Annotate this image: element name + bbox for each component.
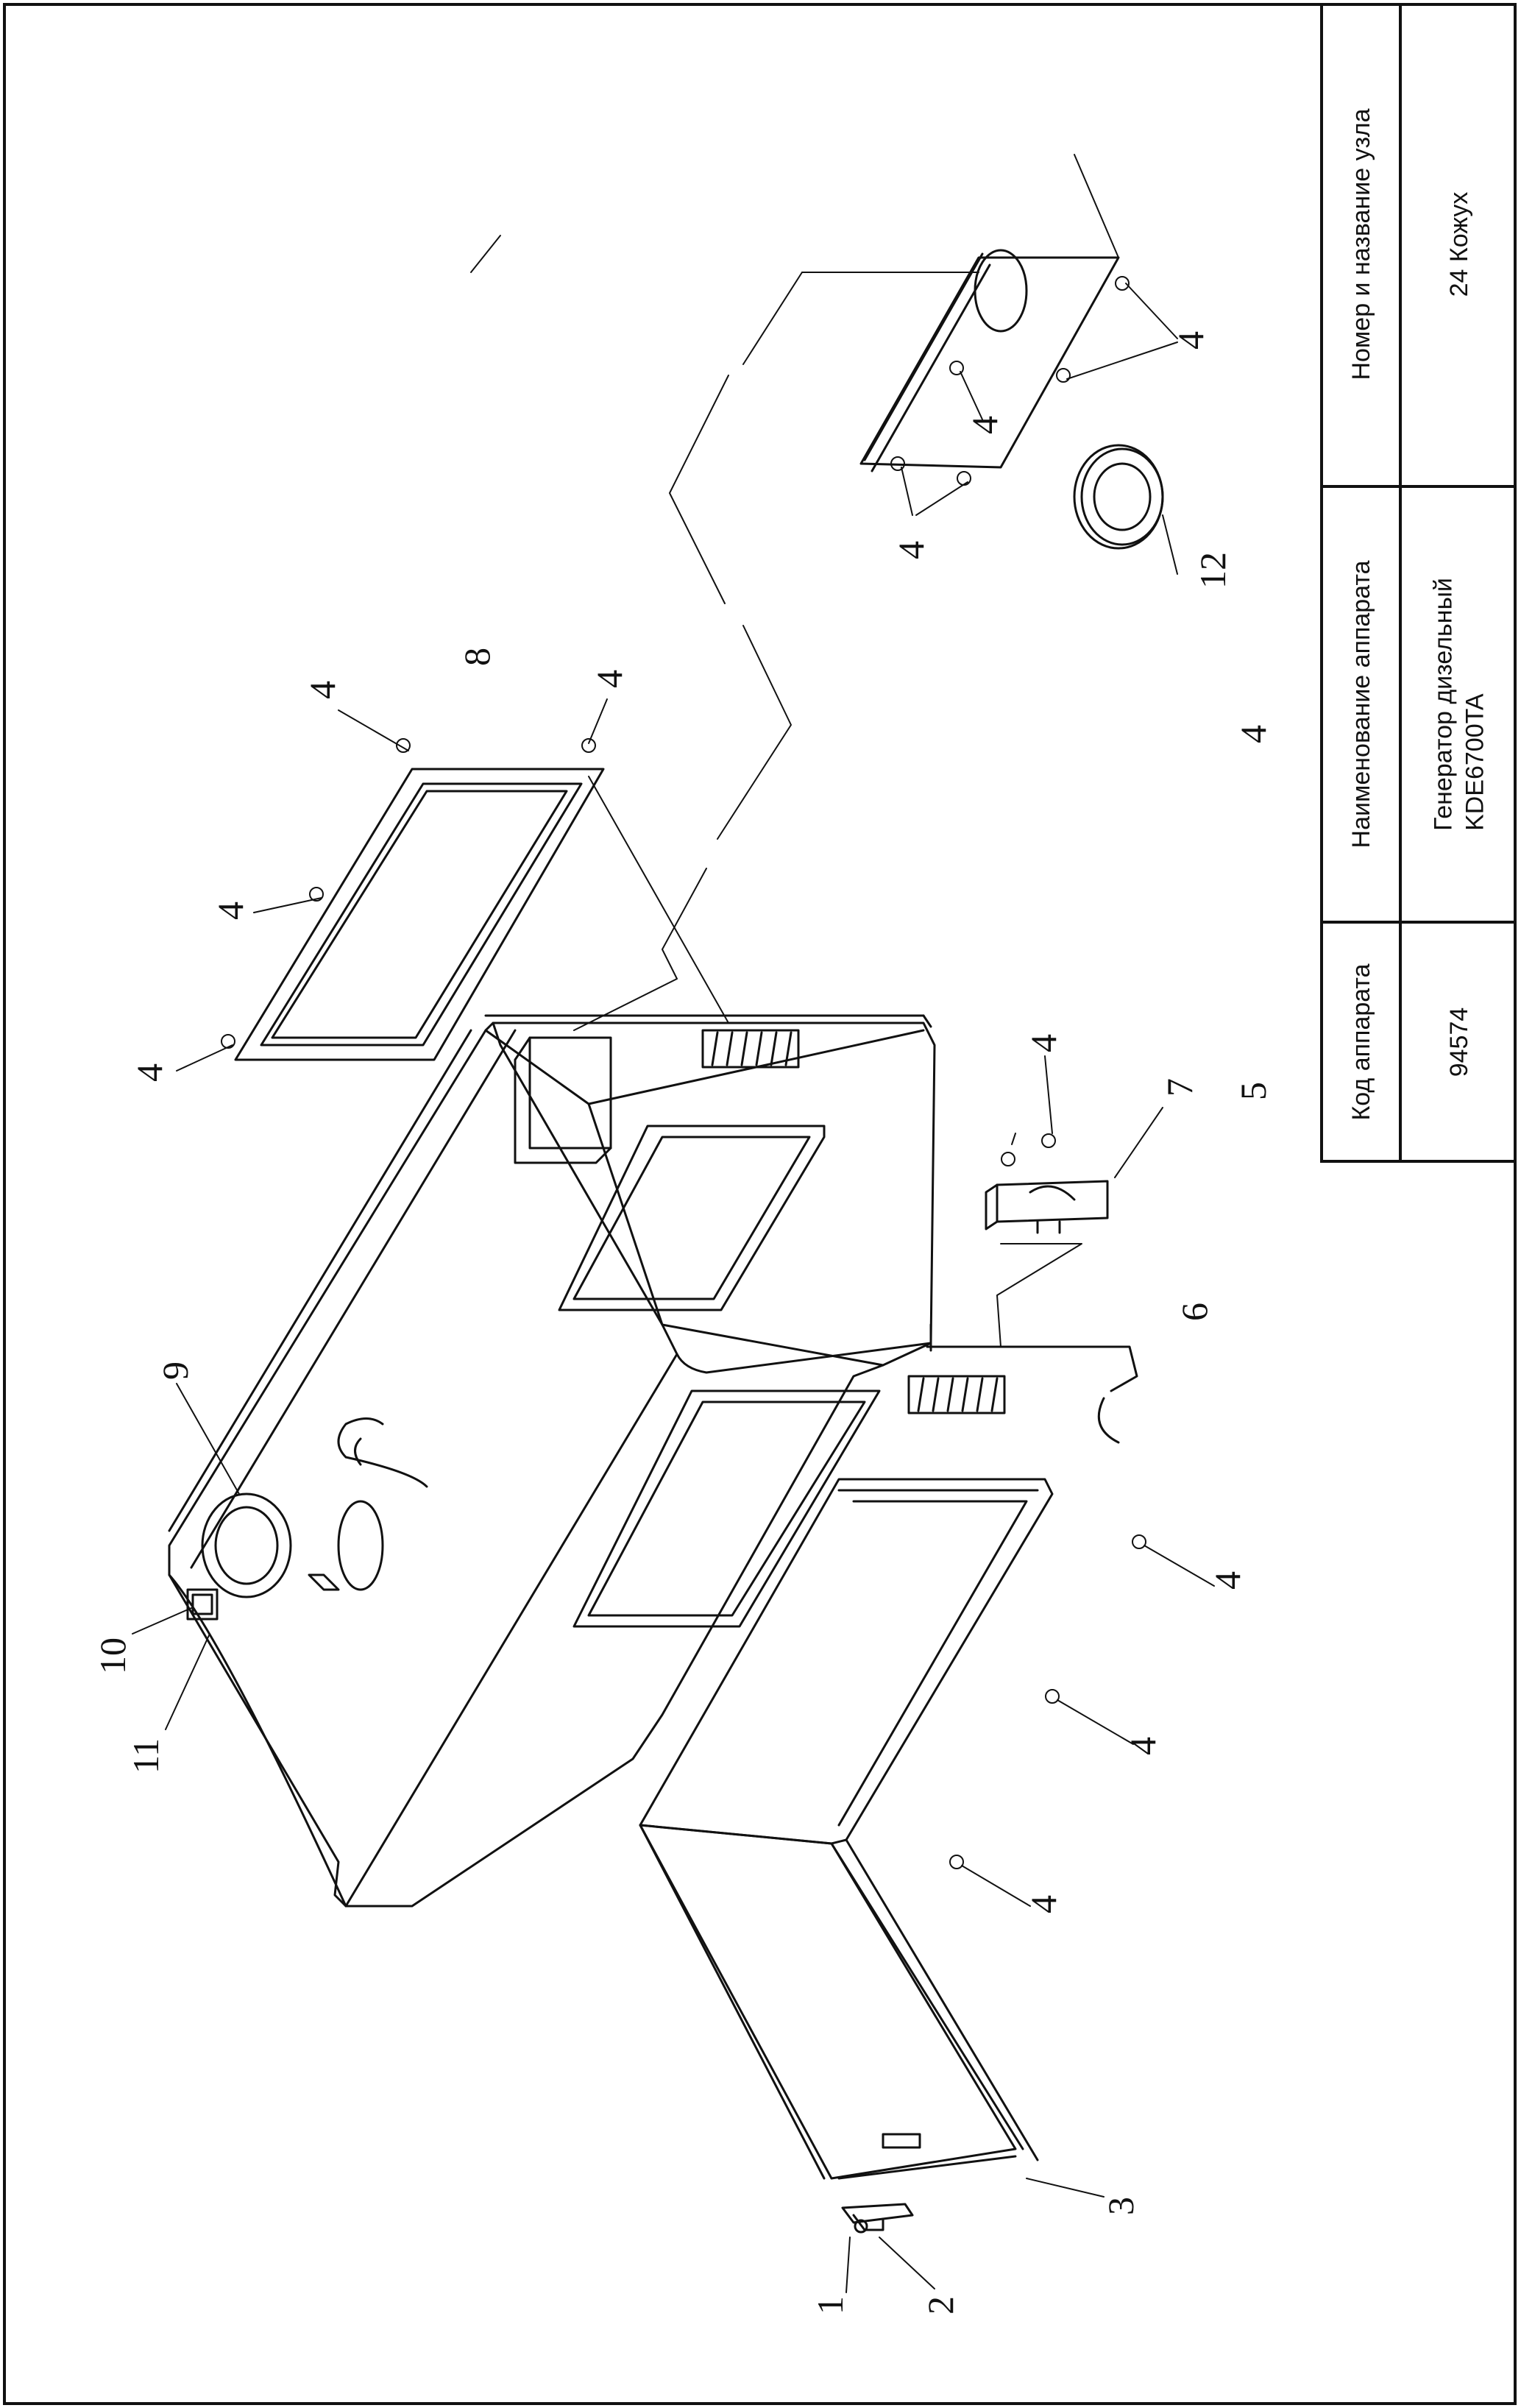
callout-4-b: 4 [1122,1737,1163,1755]
callout-1: 1 [809,2296,851,2315]
device-value-line2: KDE6700TA [1461,693,1489,831]
callout-4-f: 4 [210,902,251,920]
panel-switch [186,1573,340,1621]
door-latch [841,2203,914,2234]
rubber-grommet [1073,444,1164,550]
end-cover-plate [926,1323,1138,1444]
exploded-view-drawing: 1 2 3 4 4 4 4 4 4 4 4 4 4 4 4 5 6 7 8 9 … [92,154,1274,2315]
callout-4-m: 5 [1233,1082,1274,1100]
callout-4-d: 4 [1023,1034,1064,1052]
device-header: Наименование аппарата [1347,560,1375,849]
callout-4-l: 4 [1233,725,1274,743]
code-value-cell: 94574 [1402,924,1517,1160]
callout-labels: 1 2 3 4 4 4 4 4 4 4 4 4 4 4 4 5 6 7 8 9 … [92,331,1274,2315]
fuel-filler-neck [201,1417,428,1598]
callout-4-c: 4 [1023,1895,1064,1913]
code-value: 94574 [1444,1007,1473,1077]
support-bracket [985,1180,1109,1234]
leader-lines [132,154,1215,2293]
callout-4-i: 4 [964,416,1005,434]
enclosure-body [168,1014,1006,1908]
callout-7: 8 [456,648,497,666]
node-value-cell: 24 Кожух [1402,3,1517,485]
title-block: Номер и название узла 24 Кожух Наименова… [1320,3,1517,1163]
callout-2: 2 [920,2296,961,2315]
mounting-plate [859,249,1120,472]
node-header-cell: Номер и название узла [1323,3,1402,485]
callout-11: 12 [1192,552,1233,589]
device-value-line1: Генератор дизельный [1429,578,1458,831]
callout-8: 9 [155,1361,196,1380]
node-header: Номер и название узла [1347,107,1375,380]
device-value: Генератор дизельный KDE6700TA [1428,578,1491,831]
callout-4-g: 4 [129,1063,170,1082]
title-row-code: Код аппарата 94574 [1323,924,1517,1160]
device-header-cell: Наименование аппарата [1323,488,1402,921]
callout-4-j: 4 [890,541,932,559]
callout-4-e: 4 [302,681,343,699]
bolts [221,276,1146,1869]
callout-4-a: 4 [1207,1571,1248,1590]
callout-3: 3 [1100,2197,1141,2215]
callout-6: 7 [1159,1078,1200,1097]
callout-4-k: 4 [1170,331,1211,350]
callout-4-h: 4 [589,670,630,688]
title-row-node: Номер и название узла 24 Кожух [1323,3,1517,488]
top-cover-plate [234,768,605,1061]
node-value: 24 Кожух [1444,191,1473,297]
code-header-cell: Код аппарата [1323,924,1402,1160]
code-header: Код аппарата [1347,963,1375,1121]
sheet-frame [3,3,1517,2405]
callout-5: 6 [1174,1303,1215,1321]
side-door-panel [639,1478,1054,2180]
callout-10: 11 [125,1738,166,1774]
device-value-cell: Генератор дизельный KDE6700TA [1402,488,1517,921]
title-row-device: Наименование аппарата Генератор дизельны… [1323,488,1517,924]
callout-9: 10 [92,1637,133,1674]
